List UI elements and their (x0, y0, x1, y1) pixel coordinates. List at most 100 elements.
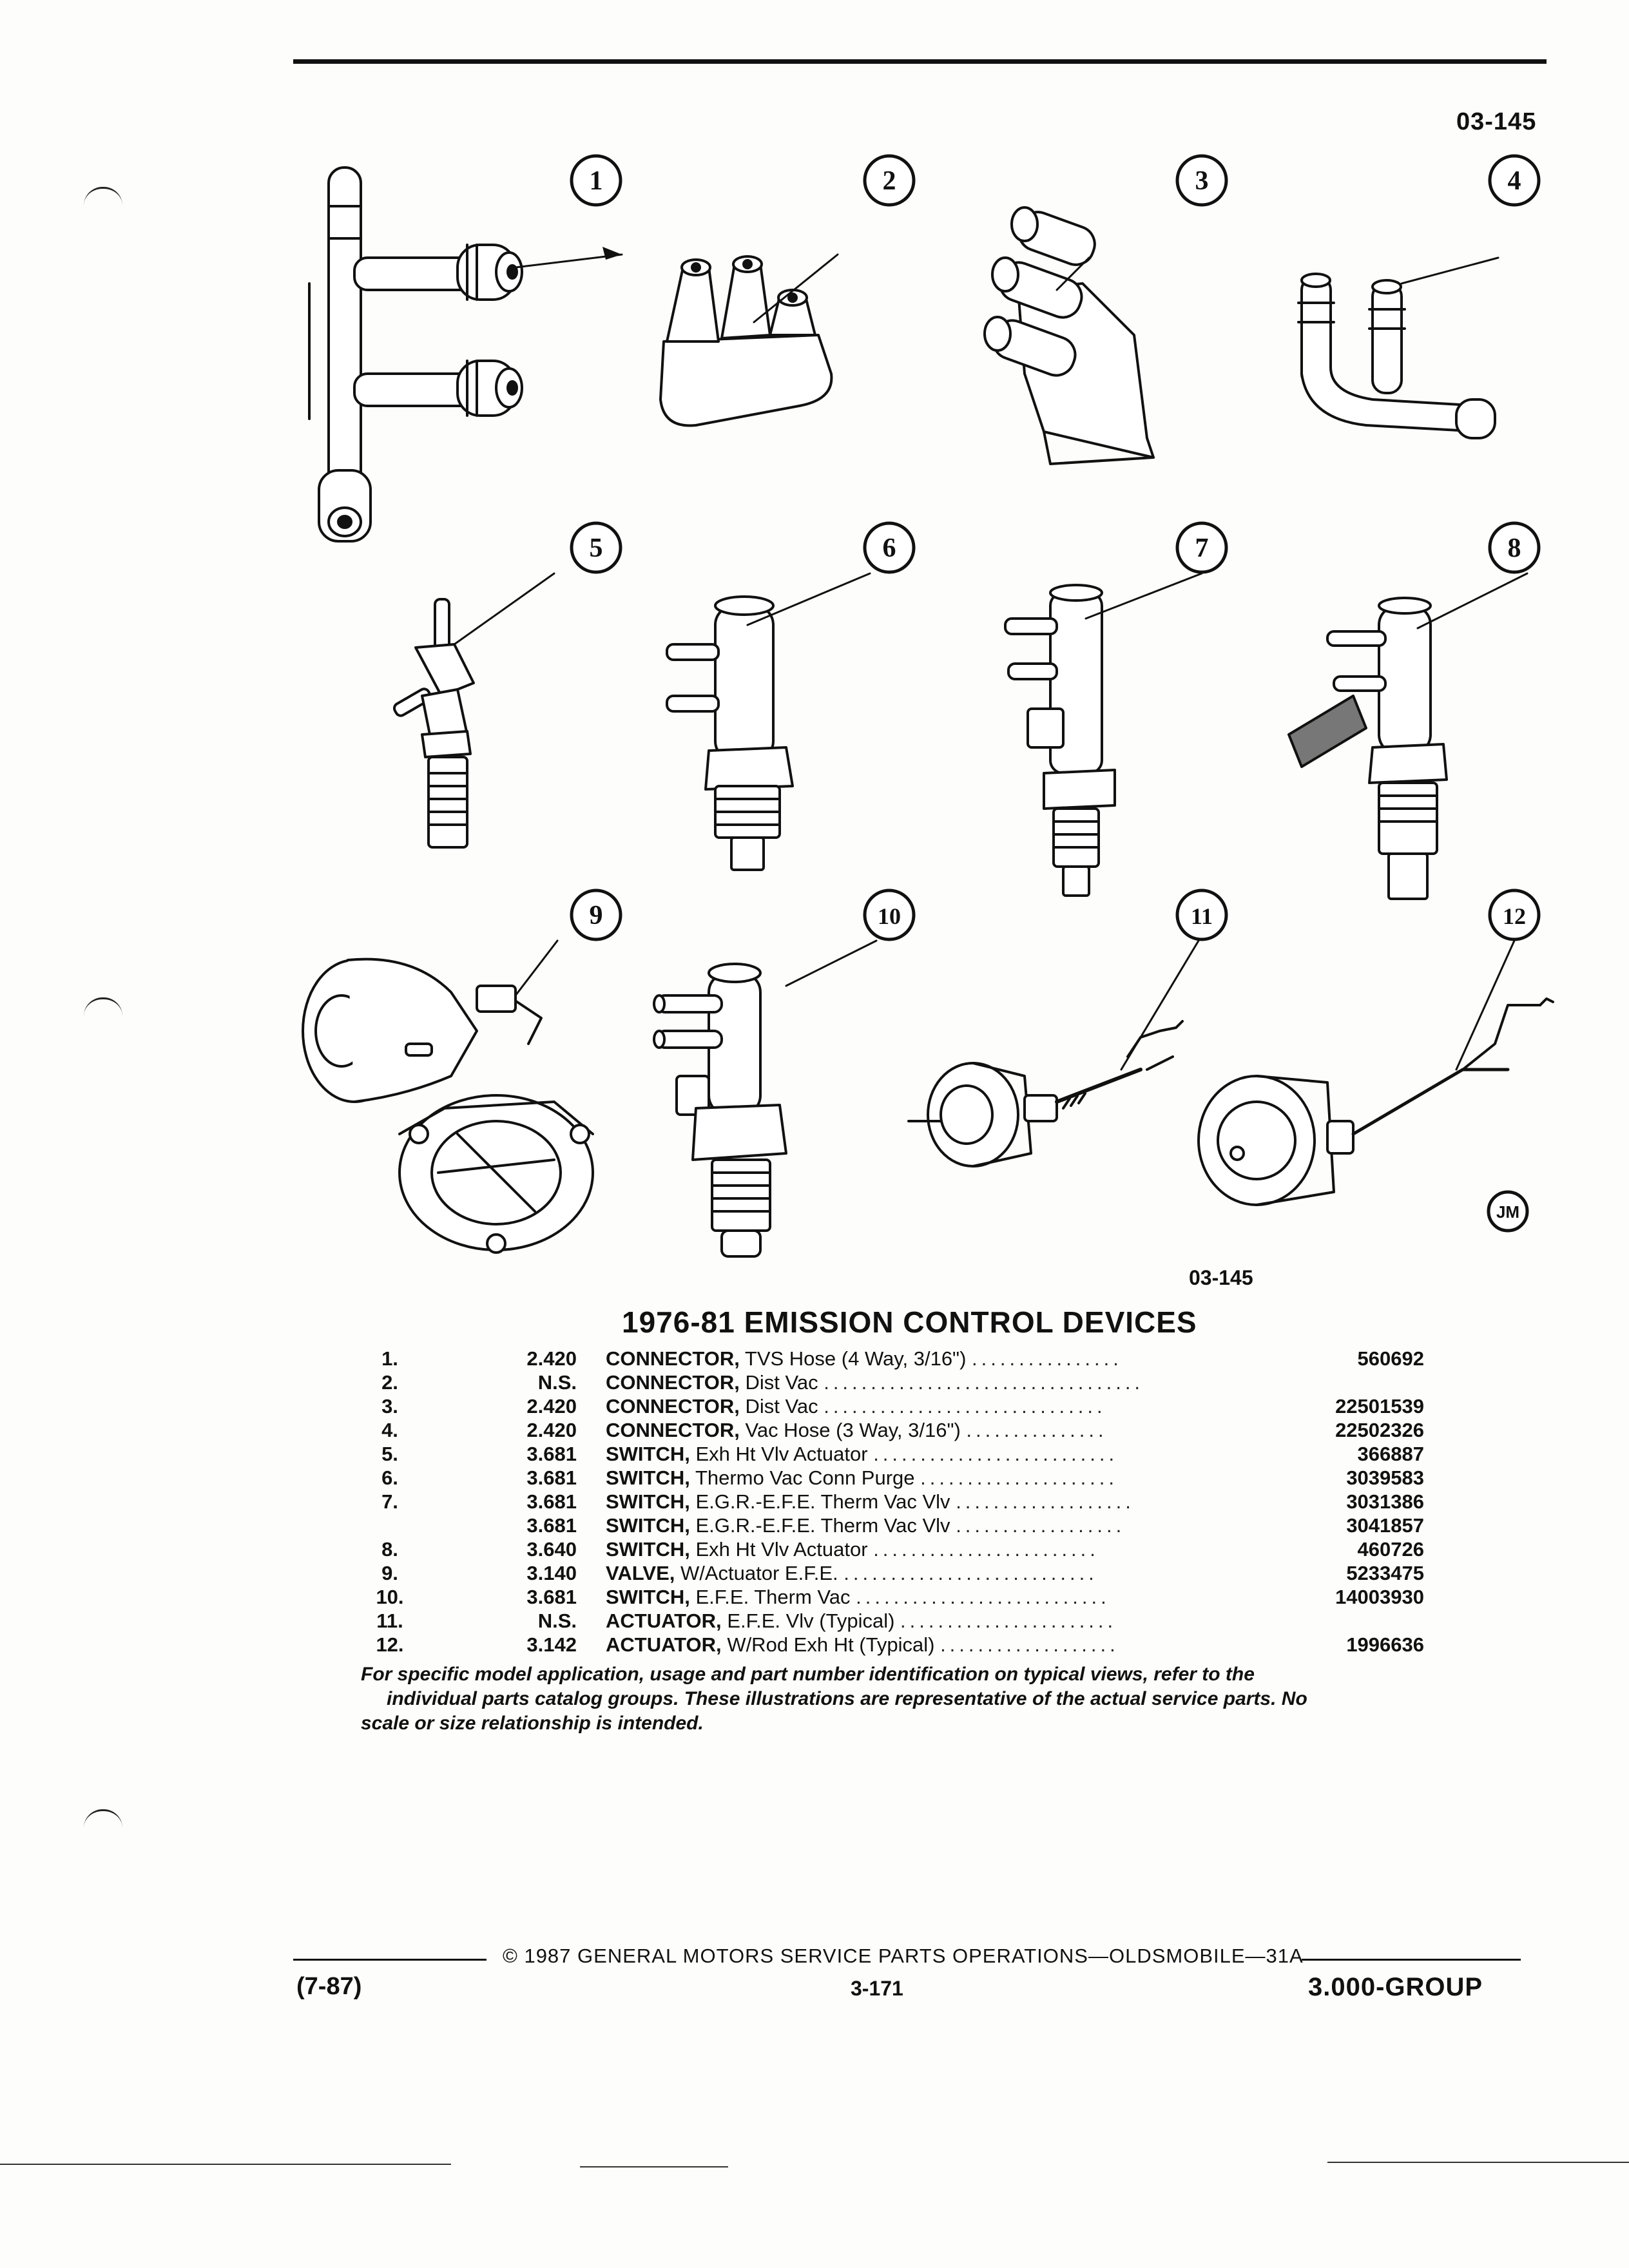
scan-mark (84, 1809, 122, 1828)
part-7-switch-icon (1004, 584, 1116, 897)
part-number: 5233475 (1346, 1562, 1424, 1584)
item-description: SWITCH, E.G.R.-E.F.E. Therm Vac Vlv ....… (606, 1490, 1135, 1513)
parts-list-row: 12. 3.142 ACTUATOR, W/Rod Exh Ht (Typica… (361, 1633, 1424, 1657)
group-number: N.S. (537, 1371, 577, 1394)
item-description: SWITCH, Exh Ht Vlv Actuator ............… (606, 1538, 1099, 1561)
callout-circle-5 (570, 521, 622, 574)
scan-mark (84, 187, 122, 206)
part-1-connector-4way-icon (308, 166, 523, 543)
item-description: ACTUATOR, W/Rod Exh Ht (Typical) .......… (606, 1633, 1119, 1656)
parts-list-row: 6. 3.681 SWITCH, Thermo Vac Conn Purge .… (361, 1466, 1424, 1490)
group-number: 3.140 (526, 1562, 577, 1584)
callout-label-3: 3 (1195, 166, 1209, 196)
callout-circle-11 (1175, 889, 1228, 941)
group-number: 3.640 (526, 1538, 577, 1561)
header-rule (293, 59, 1547, 64)
item-number: 12. (376, 1633, 404, 1656)
callout-circle-8 (1488, 521, 1541, 574)
callout-circle-7 (1175, 521, 1228, 574)
item-number: 2. (381, 1371, 398, 1394)
disclaimer-note: For specific model application, usage an… (361, 1662, 1456, 1736)
part-6-switch-icon (666, 595, 794, 871)
item-description: CONNECTOR, TVS Hose (4 Way, 3/16") .....… (606, 1347, 1123, 1370)
callout-circle-6 (863, 521, 916, 574)
scan-mark (84, 997, 122, 1016)
parts-list: 1. 2.420 CONNECTOR, TVS Hose (4 Way, 3/1… (361, 1347, 1424, 1657)
footer-copyright: © 1987 GENERAL MOTORS SERVICE PARTS OPER… (503, 1945, 1304, 1967)
parts-list-row: 1. 2.420 CONNECTOR, TVS Hose (4 Way, 3/1… (361, 1347, 1424, 1370)
item-description: CONNECTOR, Dist Vac ....................… (606, 1371, 1144, 1394)
parts-list-row: 7. 3.681 SWITCH, E.G.R.-E.F.E. Therm Vac… (361, 1490, 1424, 1514)
footer-rule (1302, 1959, 1521, 1961)
parts-list-row: 3.681 SWITCH, E.G.R.-E.F.E. Therm Vac Vl… (361, 1514, 1424, 1537)
parts-list-row: 8. 3.640 SWITCH, Exh Ht Vlv Actuator ...… (361, 1537, 1424, 1561)
part-9-valve-icon (302, 957, 594, 1254)
callout-label-12: 12 (1503, 903, 1526, 929)
callout-circle-9 (570, 889, 622, 941)
item-description: CONNECTOR, Dist Vac ....................… (606, 1395, 1106, 1418)
group-number: 3.681 (526, 1443, 577, 1465)
callout-label-11: 11 (1191, 903, 1213, 929)
item-number: 4. (381, 1419, 398, 1441)
group-number: 3.681 (526, 1466, 577, 1489)
scan-line (580, 2166, 728, 2167)
callout-label-4: 4 (1508, 166, 1521, 196)
callout-label-10: 10 (878, 903, 901, 929)
item-description: SWITCH, Thermo Vac Conn Purge ..........… (606, 1466, 1119, 1489)
group-number: 2.420 (526, 1395, 577, 1418)
item-description: VALVE, W/Actuator E.F.E. ...............… (606, 1562, 1098, 1584)
part-5-switch-icon (392, 598, 475, 849)
figure-code: 03-145 (1189, 1266, 1253, 1289)
part-8-switch-icon (1287, 597, 1448, 900)
callout-circle-10 (863, 889, 916, 941)
item-number: 9. (381, 1562, 398, 1584)
part-11-actuator-icon (907, 1020, 1184, 1168)
jm-logo: JM (1496, 1202, 1519, 1222)
item-number: 7. (381, 1490, 398, 1513)
part-10-switch-icon (653, 963, 787, 1258)
callout-circle-12 (1488, 889, 1541, 941)
part-12-actuator-icon (1197, 997, 1554, 1206)
group-number: 3.142 (526, 1633, 577, 1656)
part-number: 560692 (1357, 1347, 1424, 1370)
callout-circle-1 (570, 154, 622, 207)
callout-circle-2 (863, 154, 916, 207)
item-description: ACTUATOR, E.F.E. Vlv (Typical) .........… (606, 1610, 1117, 1632)
part-number: 3041857 (1346, 1514, 1424, 1537)
group-number: 3.681 (526, 1586, 577, 1608)
parts-list-row: 3. 2.420 CONNECTOR, Dist Vac ...........… (361, 1394, 1424, 1418)
callout-label-9: 9 (590, 901, 603, 930)
group-number: 2.420 (526, 1347, 577, 1370)
footer-group: 3.000-GROUP (1308, 1973, 1483, 2001)
page-code-top: 03-145 (1456, 108, 1537, 135)
callout-circle-3 (1175, 154, 1228, 207)
footer-date: (7-87) (296, 1973, 362, 2000)
part-number: 3039583 (1346, 1466, 1424, 1489)
note-line: scale or size relationship is intended. (361, 1713, 704, 1734)
parts-list-row: 2. N.S. CONNECTOR, Dist Vac ............… (361, 1370, 1392, 1394)
item-number: 3. (381, 1395, 398, 1418)
part-number: 1996636 (1346, 1633, 1424, 1656)
parts-list-row: 10. 3.681 SWITCH, E.F.E. Therm Vac .....… (361, 1585, 1424, 1609)
callout-label-7: 7 (1195, 533, 1209, 563)
part-number: 22501539 (1335, 1395, 1424, 1418)
part-number: 3031386 (1346, 1490, 1424, 1513)
item-number: 10. (376, 1586, 404, 1608)
page-title: 1976-81 EMISSION CONTROL DEVICES (622, 1305, 1197, 1339)
footer-page-number: 3-171 (851, 1977, 903, 2000)
item-number: 6. (381, 1466, 398, 1489)
callout-label-5: 5 (590, 533, 603, 563)
note-line: individual parts catalog groups. These i… (387, 1688, 1307, 1709)
footer-rule (293, 1959, 487, 1961)
part-4-connector-3way-icon (1297, 273, 1496, 439)
parts-list-row: 9. 3.140 VALVE, W/Actuator E.F.E. ......… (361, 1561, 1424, 1585)
item-number: 8. (381, 1538, 398, 1561)
part-number: 22502326 (1335, 1419, 1424, 1441)
part-2-connector-dist-vac-icon (659, 255, 833, 427)
item-description: SWITCH, Exh Ht Vlv Actuator ............… (606, 1443, 1119, 1465)
part-number: 366887 (1357, 1443, 1424, 1465)
group-number: 3.681 (526, 1490, 577, 1513)
group-number: N.S. (537, 1610, 577, 1632)
callout-label-2: 2 (883, 166, 896, 196)
